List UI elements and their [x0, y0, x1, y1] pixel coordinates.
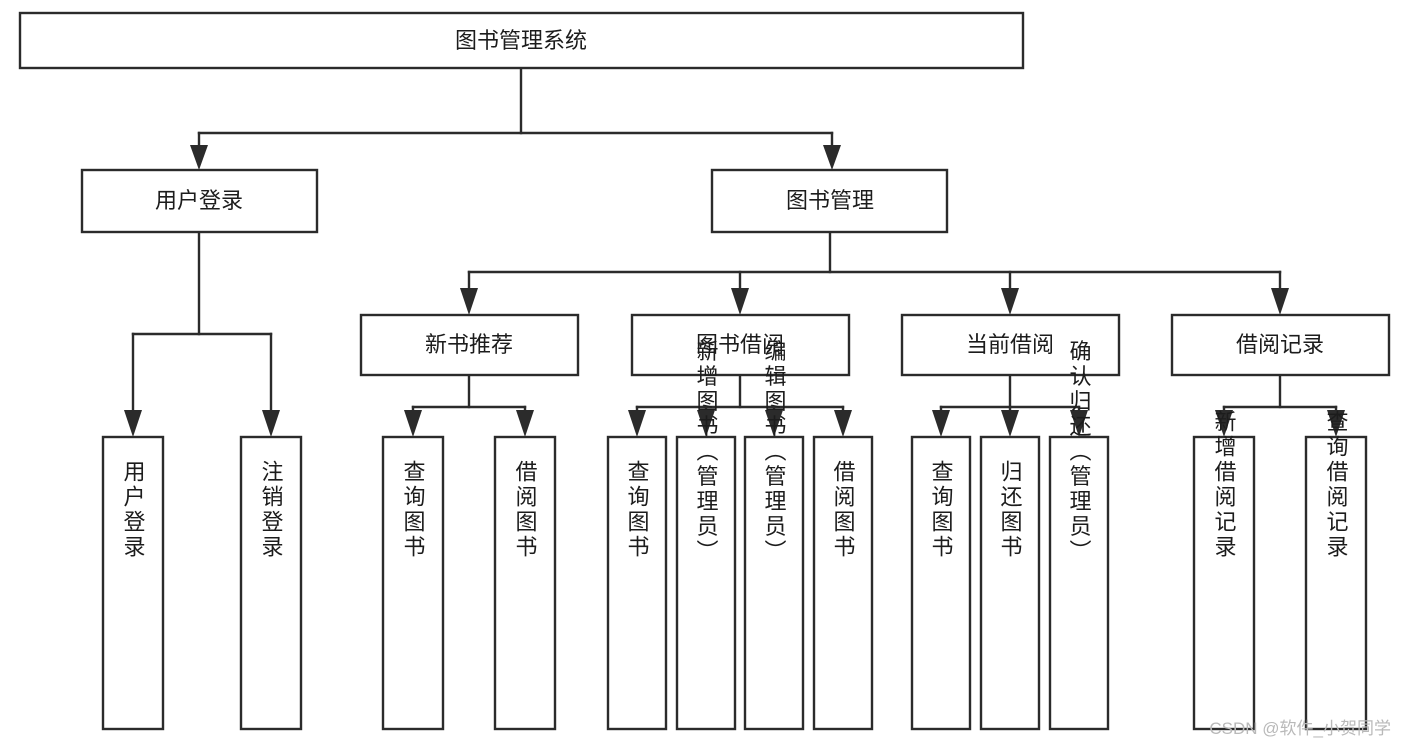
- leaf-borrow-record-0[interactable]: 新增借阅记录: [1192, 410, 1256, 731]
- node-new-book-recommend-label: 新书推荐: [425, 332, 513, 357]
- node-book-management-label: 图书管理: [786, 188, 874, 213]
- leaf-new-book-recommend-1[interactable]: 借阅图书: [493, 435, 557, 731]
- leaf-current-borrow-1-box[interactable]: [979, 435, 1041, 731]
- arrow-head-bookborrow-2: [765, 410, 783, 437]
- node-user-login[interactable]: 用户登录: [80, 168, 319, 234]
- arrow-head-bookborrow-3: [834, 410, 852, 437]
- connector-currentborrow-to-leaves: [932, 373, 1088, 437]
- node-new-book-recommend-box[interactable]: [359, 313, 580, 377]
- leaf-current-borrow-2[interactable]: 确认归还（管理员）: [1048, 340, 1110, 731]
- connector-newbook-to-leaves: [404, 373, 534, 437]
- leaf-current-borrow-0[interactable]: 查询图书: [910, 435, 972, 731]
- leaf-new-book-recommend-0-box[interactable]: [381, 435, 445, 731]
- leaf-borrow-record-0-label: 新增借阅记录: [1212, 410, 1237, 560]
- node-user-login-label: 用户登录: [155, 188, 243, 213]
- leaf-book-borrow-3[interactable]: 借阅图书: [812, 435, 874, 731]
- connector-root-to-level2: [190, 66, 841, 170]
- leaf-book-borrow-3-label: 借阅图书: [831, 460, 856, 560]
- arrow-head-level2-0: [190, 145, 208, 170]
- leaf-new-book-recommend-1-label: 借阅图书: [513, 460, 538, 560]
- leaf-book-borrow-2[interactable]: 编辑图书（管理员）: [743, 340, 805, 731]
- leaf-borrow-record-1-box[interactable]: [1304, 435, 1368, 731]
- arrow-head-currentborrow-2: [1070, 410, 1088, 437]
- arrow-head-currentborrow-1: [1001, 410, 1019, 437]
- arrow-head-level2-1: [823, 145, 841, 170]
- node-root-box[interactable]: [18, 11, 1025, 70]
- leaf-book-borrow-1-box[interactable]: [675, 435, 737, 731]
- arrow-head-newbook-0: [404, 410, 422, 437]
- arrow-head-userlogin-0: [124, 410, 142, 437]
- arrow-head-level3-2: [1001, 288, 1019, 315]
- arrow-head-level3-3: [1271, 288, 1289, 315]
- connector-bookmgmt-to-level3: [460, 230, 1289, 315]
- leaf-book-borrow-0[interactable]: 查询图书: [606, 435, 668, 731]
- node-borrow-record-label: 借阅记录: [1236, 332, 1324, 357]
- node-current-borrow[interactable]: 当前借阅: [900, 313, 1121, 377]
- connector-bookborrow-to-leaves: [628, 373, 852, 437]
- leaf-current-borrow-2-box[interactable]: [1048, 435, 1110, 731]
- arrow-head-userlogin-1: [262, 410, 280, 437]
- leaf-user-login-0[interactable]: 用户登录: [101, 435, 165, 731]
- node-root-label: 图书管理系统: [455, 28, 587, 53]
- leaf-user-login-1-box[interactable]: [239, 435, 303, 731]
- arrow-head-borrowrecord-0: [1215, 410, 1233, 437]
- node-new-book-recommend[interactable]: 新书推荐: [359, 313, 580, 377]
- leaf-current-borrow-0-box[interactable]: [910, 435, 972, 731]
- node-root[interactable]: 图书管理系统: [18, 11, 1025, 70]
- arrow-head-currentborrow-0: [932, 410, 950, 437]
- node-borrow-record-box[interactable]: [1170, 313, 1391, 377]
- leaf-borrow-record-0-box[interactable]: [1192, 435, 1256, 731]
- leaf-new-book-recommend-0-label: 查询图书: [401, 460, 426, 560]
- leaf-book-borrow-1[interactable]: 新增图书（管理员）: [675, 340, 737, 731]
- node-book-borrow-box[interactable]: [630, 313, 851, 377]
- leaf-user-login-1[interactable]: 注销登录: [239, 435, 303, 731]
- leaf-borrow-record-1-label: 查询借阅记录: [1324, 410, 1349, 560]
- leaf-current-borrow-2-label: 确认归还（管理员）: [1067, 340, 1092, 565]
- leaf-book-borrow-2-box[interactable]: [743, 435, 805, 731]
- leaf-book-borrow-0-box[interactable]: [606, 435, 668, 731]
- arrow-head-bookborrow-0: [628, 410, 646, 437]
- leaf-book-borrow-0-label: 查询图书: [625, 460, 650, 560]
- node-user-login-box[interactable]: [80, 168, 319, 234]
- arrow-head-borrowrecord-1: [1327, 410, 1345, 437]
- node-book-management[interactable]: 图书管理: [710, 168, 949, 234]
- leaf-user-login-1-label: 注销登录: [259, 460, 284, 560]
- leaf-current-borrow-1[interactable]: 归还图书: [979, 435, 1041, 731]
- node-book-borrow[interactable]: 图书借阅: [630, 313, 851, 377]
- connector-userlogin-to-leaves: [124, 230, 280, 437]
- leaf-current-borrow-1-label: 归还图书: [998, 460, 1023, 560]
- node-book-management-box[interactable]: [710, 168, 949, 234]
- leaf-new-book-recommend-1-box[interactable]: [493, 435, 557, 731]
- node-borrow-record[interactable]: 借阅记录: [1170, 313, 1391, 377]
- leaf-borrow-record-1[interactable]: 查询借阅记录: [1304, 410, 1368, 731]
- leaf-user-login-0-label: 用户登录: [121, 460, 146, 560]
- leaf-book-borrow-2-label: 编辑图书（管理员）: [762, 340, 787, 565]
- leaf-current-borrow-0-label: 查询图书: [929, 460, 954, 560]
- leaf-book-borrow-1-label: 新增图书（管理员）: [694, 340, 719, 565]
- arrow-head-bookborrow-1: [697, 410, 715, 437]
- leaf-book-borrow-3-box[interactable]: [812, 435, 874, 731]
- arrow-head-level3-1: [731, 288, 749, 315]
- arrow-head-level3-0: [460, 288, 478, 315]
- leaf-user-login-0-box[interactable]: [101, 435, 165, 731]
- node-current-borrow-box[interactable]: [900, 313, 1121, 377]
- connector-borrowrecord-to-leaves: [1215, 373, 1345, 437]
- arrow-head-newbook-1: [516, 410, 534, 437]
- node-book-borrow-label: 图书借阅: [696, 332, 784, 357]
- node-current-borrow-label: 当前借阅: [966, 332, 1054, 357]
- leaf-new-book-recommend-0[interactable]: 查询图书: [381, 435, 445, 731]
